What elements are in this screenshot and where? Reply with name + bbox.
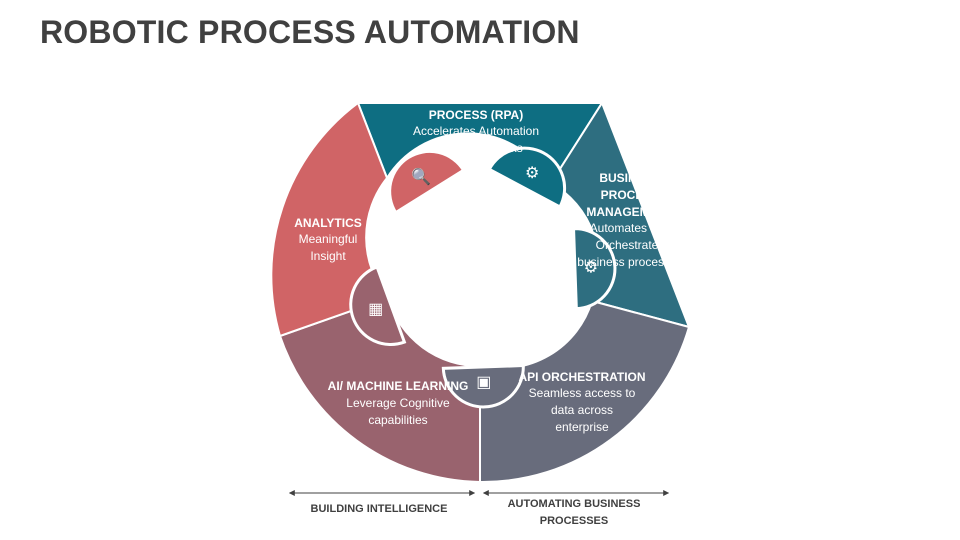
analytics-desc-line-2: Insight (310, 249, 346, 263)
bpm-badge (571, 227, 617, 311)
api-title-line-1: API ORCHESTRATION (518, 370, 645, 384)
presentation-board-icon: ▣ (476, 374, 491, 391)
rpa-label: ROBOTIC AUTOMATION PROCESS (RPA) Acceler… (407, 91, 545, 155)
analytics-magnifier-icon: 🔍 (411, 166, 431, 186)
robot-arm-icon: ⚙ (525, 165, 539, 182)
analytics-label: ANALYTICS Meaningful Insight (294, 216, 362, 263)
segment-analytics (270, 101, 390, 338)
bpm-title-line-2: PROCESS (601, 188, 660, 202)
microchip-icon-glyph: ▦ (368, 301, 383, 318)
automating-business-label-line-2: PROCESSES (540, 515, 608, 527)
building-intelligence-label: BUILDING INTELLIGENCE (311, 503, 448, 515)
microchip-icon: ▦ (368, 301, 383, 318)
ml-title-line-1: AI/ MACHINE LEARNING (328, 379, 469, 393)
analytics-desc-line-1: Meaningful (299, 232, 358, 246)
rpa-badge (487, 146, 567, 209)
bpm-title-line-3: MANAGEMENT (586, 205, 674, 219)
api-label: API ORCHESTRATION Seamless access to dat… (518, 370, 645, 434)
bpm-desc-line-3: business processes (577, 255, 682, 269)
rpa-title-line-1: ROBOTIC AUTOMATION (407, 91, 545, 105)
presentation-board-icon-glyph: ▣ (476, 374, 491, 391)
process-management-icon-glyph: ⚙ (584, 259, 598, 276)
segment-api-orchestration (479, 299, 691, 484)
bpm-title-line-1: BUSINESS (599, 171, 660, 185)
bpm-label: BUSINESS PROCESS MANAGEMENT Automates an… (577, 171, 682, 269)
segment-machine-learning (278, 296, 481, 484)
rpa-title-line-2: PROCESS (RPA) (429, 108, 523, 122)
rpa-desc-line-1: Accelerates Automation (413, 124, 539, 138)
ml-label: AI/ MACHINE LEARNING Leverage Cognitive … (328, 379, 469, 427)
api-desc-line-2: data across (551, 403, 613, 417)
bpm-desc-line-2: Orchestrates (596, 238, 665, 252)
analytics-badge (388, 150, 466, 215)
robot-arm-icon-glyph: ⚙ (525, 165, 539, 182)
ml-badge (349, 264, 407, 346)
process-management-icon: ⚙ (584, 259, 598, 276)
analytics-title-line-1: ANALYTICS (294, 216, 362, 230)
bpm-desc-line-1: Automates and (590, 221, 671, 235)
api-badge (441, 363, 525, 409)
analytics-magnifier-icon-glyph: 🔍 (411, 166, 431, 186)
automating-business-label-line-1: AUTOMATING BUSINESS (508, 498, 641, 510)
page-title: ROBOTIC PROCESS AUTOMATION (40, 14, 580, 50)
ml-desc-line-1: Leverage Cognitive (346, 396, 450, 410)
ml-desc-line-2: capabilities (368, 413, 427, 427)
api-desc-line-1: Seamless access to (529, 386, 636, 400)
rpa-desc-line-2: of repetitive tasks (429, 141, 522, 155)
api-desc-line-3: enterprise (555, 420, 609, 434)
